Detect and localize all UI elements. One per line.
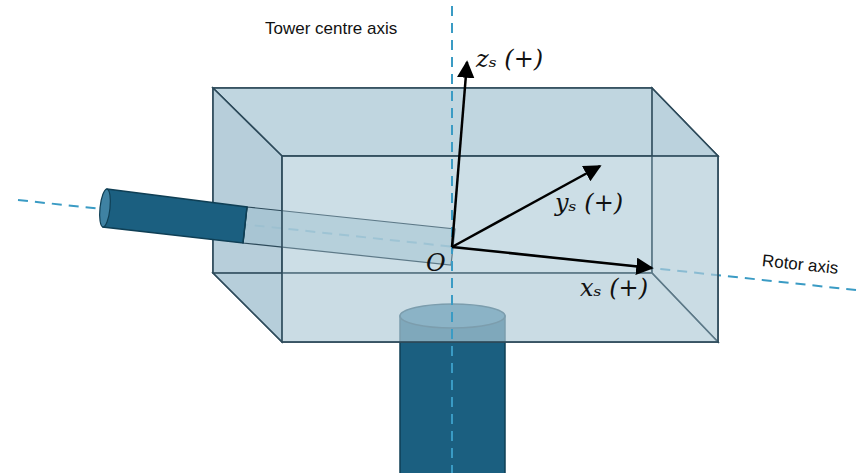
axis-label: zₛ (+) <box>476 46 543 72</box>
axis-name: Rotor axis <box>761 252 839 279</box>
axis-label: xₛ (+) <box>580 275 648 301</box>
axis-label: yₛ (+) <box>555 190 623 216</box>
origin-label: O <box>426 250 446 276</box>
axis-name: Tower centre axis <box>265 20 397 39</box>
coordinate-axes <box>452 62 652 268</box>
nacelle-front-face <box>282 156 718 342</box>
nacelle-box <box>213 88 718 342</box>
